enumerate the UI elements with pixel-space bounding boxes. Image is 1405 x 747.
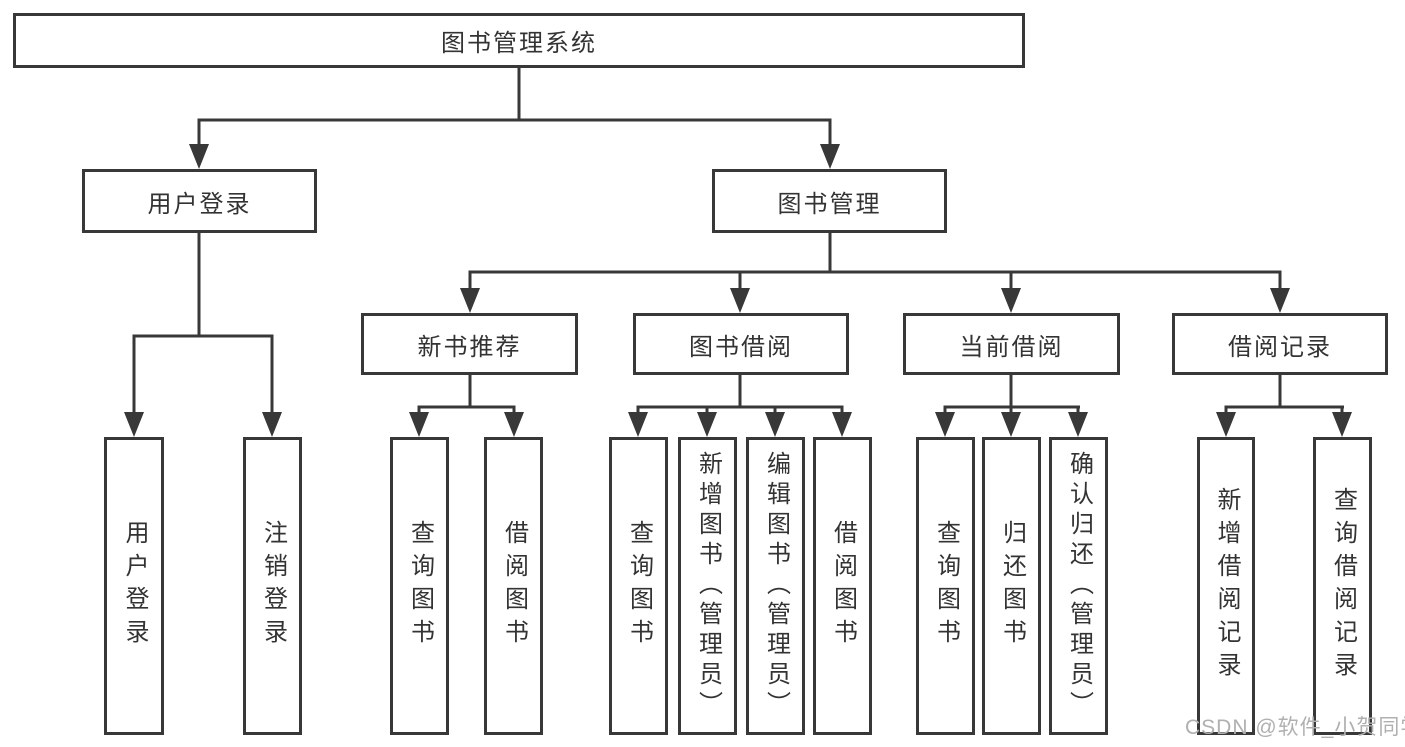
leaf-logout: 注销登录 xyxy=(243,437,302,735)
node-new-book-rec-label: 新书推荐 xyxy=(417,333,522,361)
leaf-query-books-rec: 查询图书 xyxy=(390,437,449,735)
node-book-mgmt-label: 图书管理 xyxy=(777,190,882,218)
leaf-user-login: 用户登录 xyxy=(104,437,164,735)
node-user-login: 用户登录 xyxy=(82,169,317,233)
leaf-return-book: 归还图书 xyxy=(982,437,1041,735)
connector-book-borrow xyxy=(628,374,852,437)
leaf-user-login-label: 用户登录 xyxy=(121,520,148,652)
leaf-borrow-books-rec-label: 借阅图书 xyxy=(500,520,528,652)
connector-root xyxy=(189,66,840,169)
leaf-logout-label: 注销登录 xyxy=(259,520,287,652)
leaf-query-books-rec-label: 查询图书 xyxy=(406,520,434,652)
leaf-add-borrow-record-label: 新增借阅记录 xyxy=(1213,487,1240,685)
node-user-login-label: 用户登录 xyxy=(147,190,252,218)
node-current-borrow-label: 当前借阅 xyxy=(959,333,1064,361)
leaf-add-borrow-record: 新增借阅记录 xyxy=(1197,437,1255,735)
node-root: 图书管理系统 xyxy=(13,13,1025,68)
node-book-mgmt: 图书管理 xyxy=(712,169,947,233)
node-book-borrow: 图书借阅 xyxy=(633,313,849,375)
leaf-confirm-return-admin: 确认归还（管理员） xyxy=(1049,437,1108,735)
connector-book-mgmt xyxy=(460,232,1290,313)
connector-new-book-rec xyxy=(409,374,524,437)
leaf-query-books-current-label: 查询图书 xyxy=(932,520,960,652)
leaf-return-book-label: 归还图书 xyxy=(998,520,1026,652)
leaf-query-books-borrow-label: 查询图书 xyxy=(625,520,653,652)
leaf-query-borrow-record: 查询借阅记录 xyxy=(1313,437,1372,735)
connector-borrow-records xyxy=(1216,374,1352,437)
leaf-query-borrow-record-label: 查询借阅记录 xyxy=(1329,487,1357,685)
node-root-label: 图书管理系统 xyxy=(441,30,597,57)
leaf-confirm-return-admin-label: 确认归还（管理员） xyxy=(1065,451,1093,721)
leaf-add-book-admin-label: 新增图书（管理员） xyxy=(694,451,722,721)
leaf-borrow-books: 借阅图书 xyxy=(813,437,872,735)
node-borrow-records: 借阅记录 xyxy=(1172,313,1388,375)
leaf-query-books-current: 查询图书 xyxy=(916,437,975,735)
node-borrow-records-label: 借阅记录 xyxy=(1228,333,1332,361)
node-current-borrow: 当前借阅 xyxy=(903,313,1120,375)
leaf-edit-book-admin: 编辑图书（管理员） xyxy=(746,437,805,735)
connector-user-login xyxy=(124,232,282,437)
node-new-book-rec: 新书推荐 xyxy=(361,313,578,375)
node-book-borrow-label: 图书借阅 xyxy=(689,333,793,361)
leaf-borrow-books-label: 借阅图书 xyxy=(829,520,857,652)
leaf-add-book-admin: 新增图书（管理员） xyxy=(678,437,737,735)
leaf-borrow-books-rec: 借阅图书 xyxy=(484,437,543,735)
connector-current-borrow xyxy=(935,374,1088,437)
leaf-edit-book-admin-label: 编辑图书（管理员） xyxy=(762,451,790,721)
watermark: CSDN @软件_小贺同学 xyxy=(1185,716,1405,739)
leaf-query-books-borrow: 查询图书 xyxy=(609,437,668,735)
